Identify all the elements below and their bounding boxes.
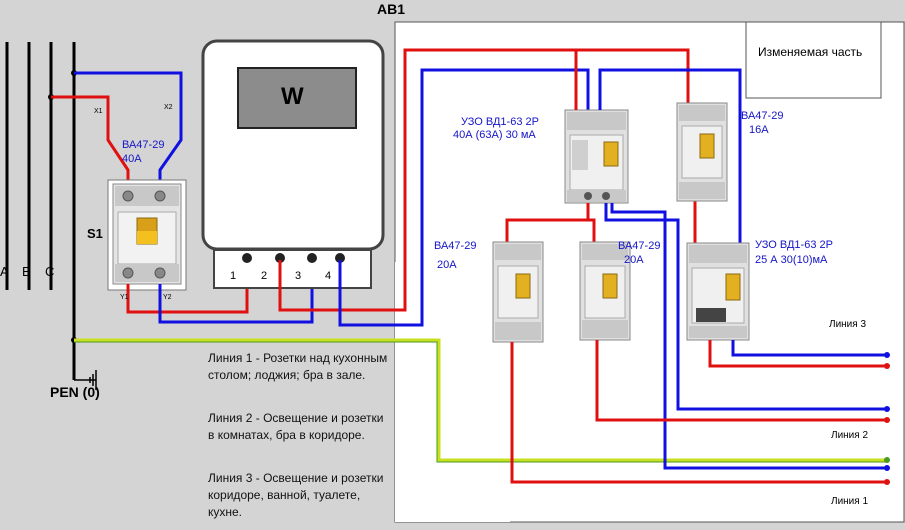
meter-terminal-4: 4 xyxy=(325,270,332,282)
panel-title: АВ1 xyxy=(377,1,406,17)
y2-label: Y2 xyxy=(163,294,172,301)
wire-line1-phase xyxy=(510,342,887,484)
wire-meter-neutral-out xyxy=(338,68,590,327)
meter-display-label: W xyxy=(281,83,304,110)
meter-terminal-3: 3 xyxy=(295,270,302,282)
pen-label: PEN (0) xyxy=(50,384,100,400)
wire-rcd-phase-down xyxy=(505,203,590,245)
wire-line2-phase xyxy=(595,340,887,422)
line-label-3: Линия 3 xyxy=(829,319,867,330)
meter-display xyxy=(237,67,357,129)
breaker-16-rating: 16А xyxy=(749,124,769,136)
breaker-20a-rating: 20А xyxy=(437,259,457,271)
rcd-line3-model: УЗО ВД1-63 2Р xyxy=(755,239,833,251)
description-line-1: Линия 1 - Розетки над кухонным столом; л… xyxy=(208,351,388,382)
wire-neutral-in xyxy=(74,71,183,184)
breaker-20b-rating: 20А xyxy=(624,254,644,266)
breaker-20b-model: ВА47-29 xyxy=(618,240,661,252)
rcd-main-rating: 40А (63А) 30 мА xyxy=(453,129,536,141)
line-label-1: Линия 1 xyxy=(831,496,869,507)
changeable-part-box xyxy=(745,21,882,99)
changeable-part-label: Изменяемая часть xyxy=(758,45,863,59)
main-breaker-rating: 40А xyxy=(122,153,142,165)
breaker-20a-model: ВА47-29 xyxy=(434,240,477,252)
meter-terminal-1: 1 xyxy=(230,270,237,282)
x2-label: X2 xyxy=(164,104,173,111)
meter-terminal-2: 2 xyxy=(261,270,268,282)
phase-label-c: C xyxy=(45,264,55,279)
wire-line3-neutral xyxy=(731,340,887,357)
wire-line3-phase xyxy=(708,340,887,368)
earth-conductor xyxy=(74,338,887,462)
rcd-main-model: УЗО ВД1-63 2Р xyxy=(461,116,539,128)
wire-neutral-line1 xyxy=(610,203,887,470)
wire-y2-to-meter xyxy=(158,260,314,324)
line-label-2: Линия 2 xyxy=(831,430,869,441)
main-breaker-id: S1 xyxy=(87,226,103,241)
main-breaker-model: ВА47-29 xyxy=(122,139,165,151)
meter-terminal-block xyxy=(213,249,372,289)
y1-label: Y1 xyxy=(120,294,129,301)
x1-label: X1 xyxy=(94,108,103,115)
wire-rcd-phase-bus xyxy=(574,48,690,110)
phase-label-a: A xyxy=(0,264,9,279)
rcd-line3-rating: 25 А 30(10)мА xyxy=(755,254,828,266)
breaker-16-model: ВА47-29 xyxy=(741,110,784,122)
wire-neutral-line2 xyxy=(604,203,887,411)
wire-phase-in xyxy=(51,95,130,184)
phase-label-b: B xyxy=(22,264,31,279)
description-line-3: Линия 3 - Освещение и розетки коридоре, … xyxy=(208,471,384,519)
description-line-2: Линия 2 - Освещение и розетки в комнатах… xyxy=(208,411,384,442)
